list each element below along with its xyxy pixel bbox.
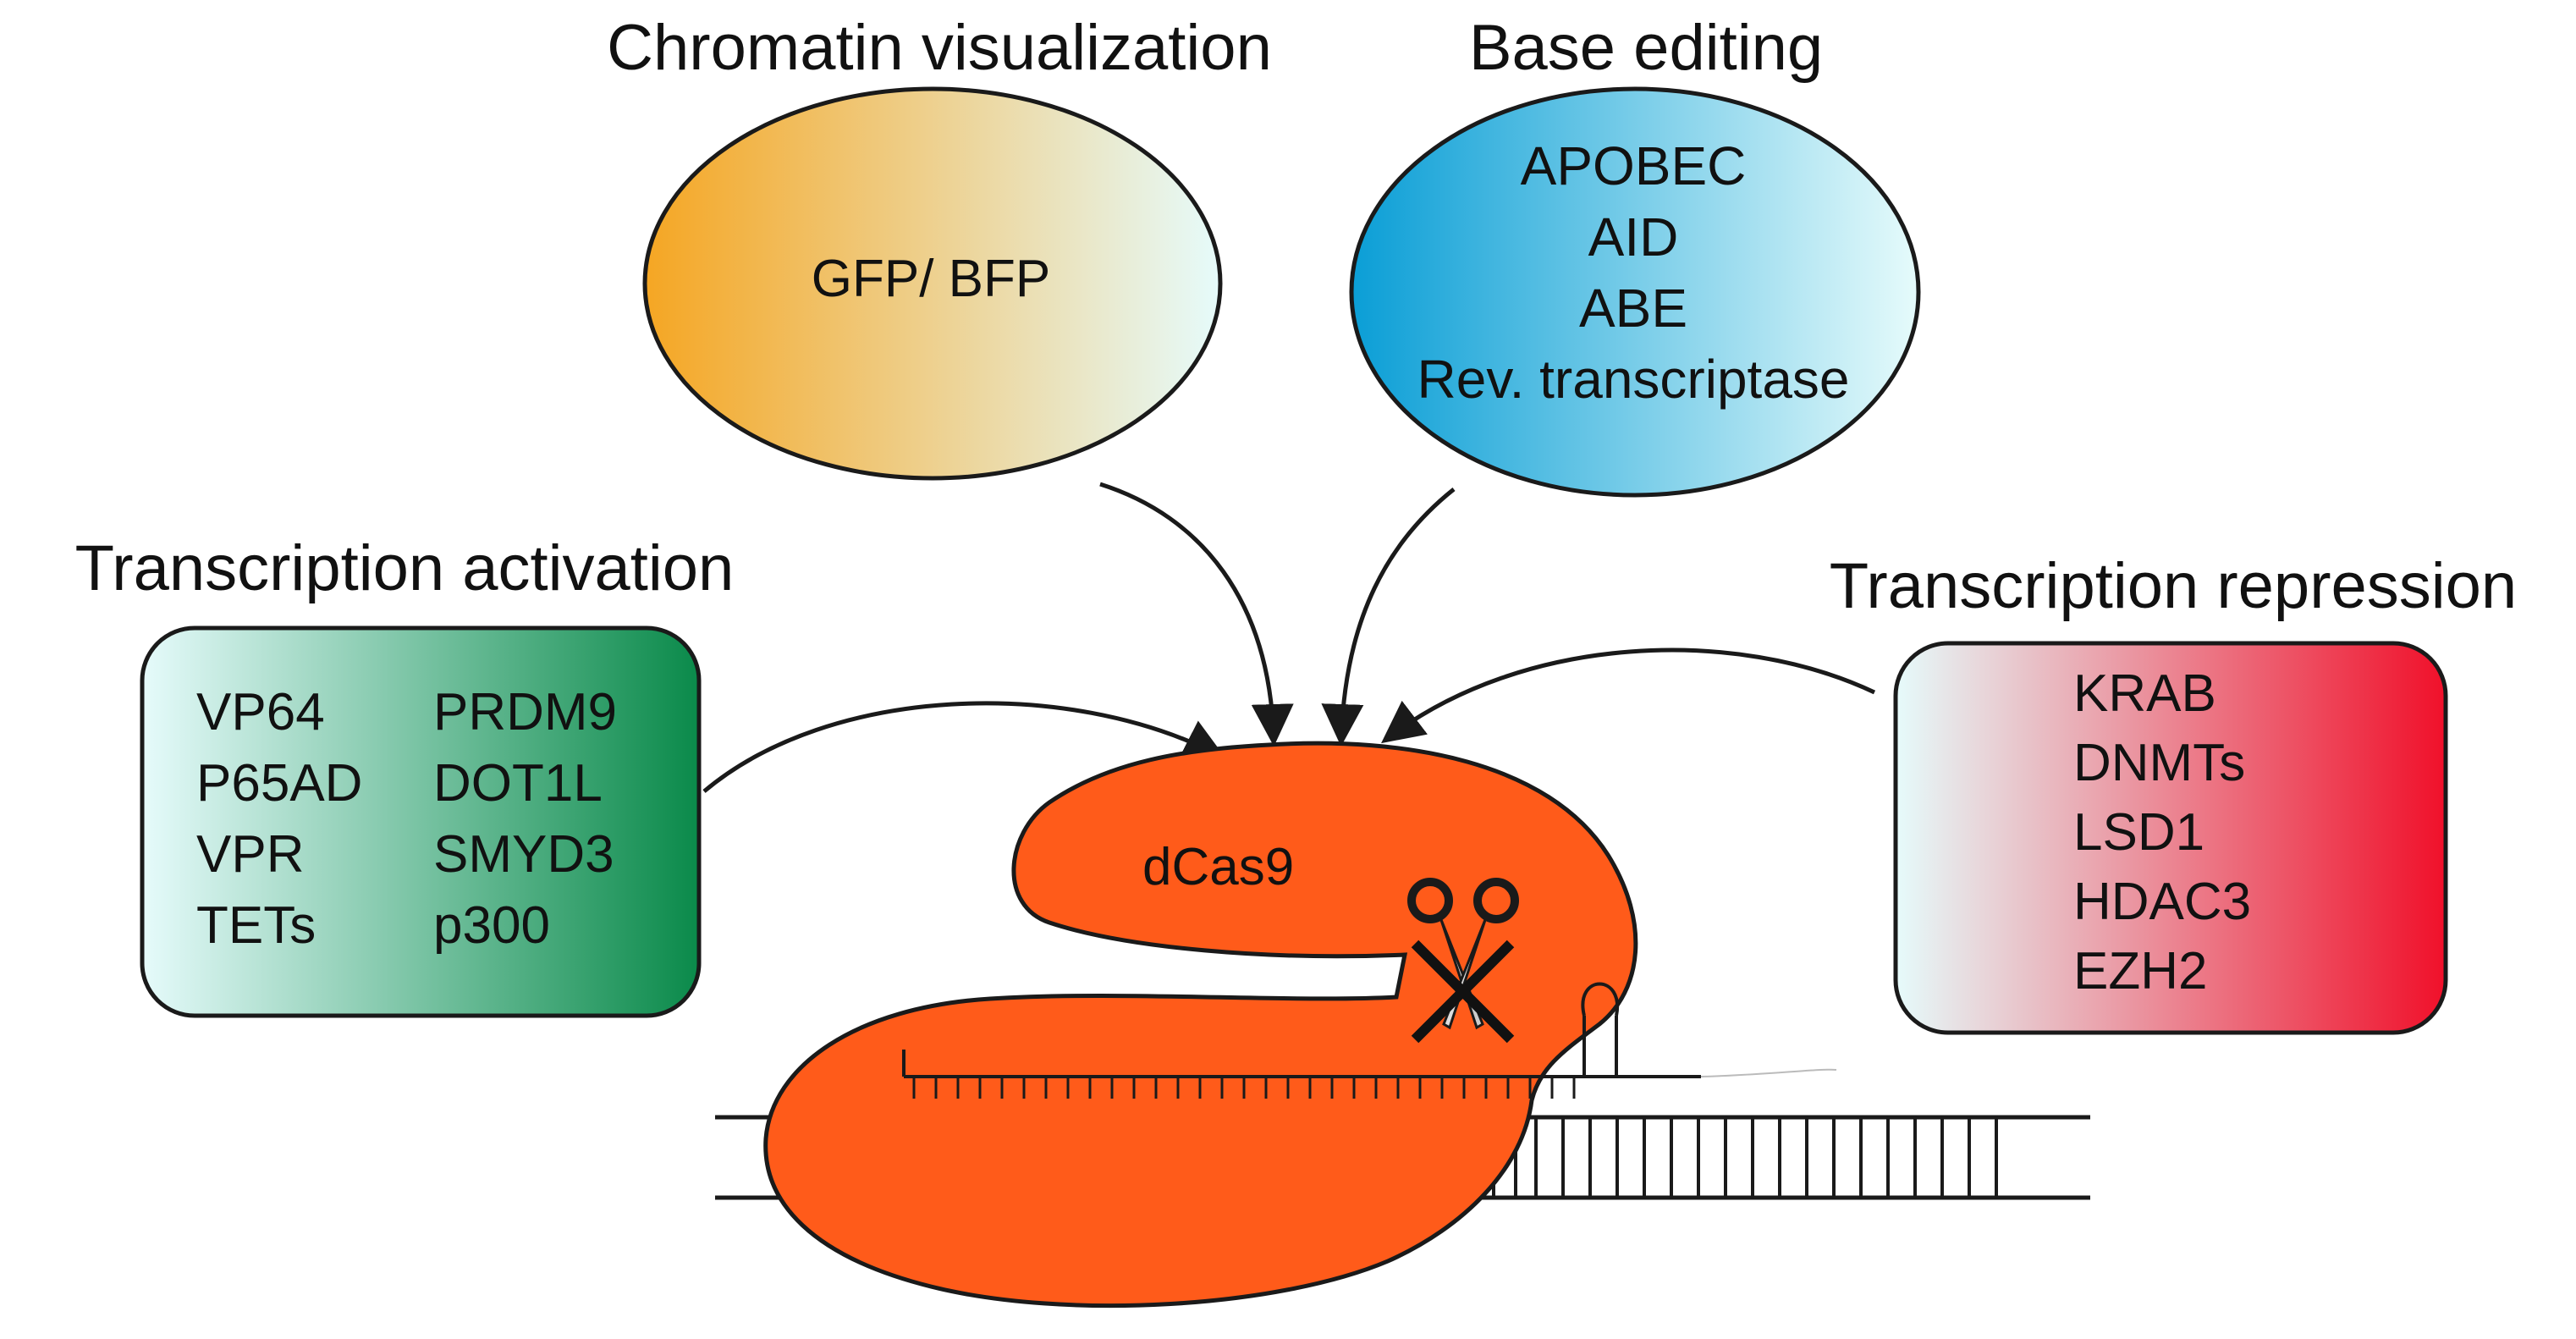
repression-item: DNMTs <box>2073 734 2245 792</box>
arrow-base-editing-to-dcas9 <box>1321 488 1456 747</box>
activation-item: p300 <box>433 896 550 955</box>
heading-base-editing: Base editing <box>1469 12 1823 84</box>
arrow-activation-to-dcas9 <box>702 701 1226 793</box>
heading-chromatin-visualization: Chromatin visualization <box>607 12 1272 84</box>
guide-rna-pairing <box>912 1077 1576 1099</box>
activation-item: P65AD <box>196 754 362 813</box>
base-editing-item: ABE <box>1579 278 1687 339</box>
guide-rna <box>902 982 1837 1078</box>
repression-item: HDAC3 <box>2073 873 2251 931</box>
arrow-chromatin-to-dcas9 <box>1099 482 1294 747</box>
activation-item: VPR <box>196 825 304 884</box>
activation-item: SMYD3 <box>433 825 614 884</box>
base-editing-item: Rev. transcriptase <box>1417 349 1850 410</box>
transcription-activation-box <box>140 625 702 1018</box>
repression-item: EZH2 <box>2073 942 2207 1000</box>
activation-item: PRDM9 <box>433 683 617 741</box>
base-editing-ellipse <box>1349 86 1921 498</box>
base-editing-item: APOBEC <box>1521 135 1747 196</box>
base-editing-item: AID <box>1588 207 1679 267</box>
chromatin-item: GFP/ BFP <box>812 250 1050 308</box>
repression-item: KRAB <box>2073 664 2216 723</box>
arrow-repression-to-dcas9 <box>1381 647 1876 744</box>
dcas9-label: dCas9 <box>1142 838 1294 896</box>
chromatin-visualization-ellipse <box>642 86 1223 481</box>
activation-item: TETs <box>196 896 316 955</box>
repression-item: LSD1 <box>2073 803 2204 862</box>
scissors-crossed-icon <box>1407 878 1519 1044</box>
dcas9-protein <box>763 741 1638 1309</box>
activation-item: DOT1L <box>433 754 603 813</box>
heading-transcription-activation: Transcription activation <box>75 532 735 604</box>
heading-transcription-repression: Transcription repression <box>1830 550 2517 622</box>
transcription-repression-box <box>1893 641 2448 1035</box>
activation-item: VP64 <box>196 683 325 741</box>
